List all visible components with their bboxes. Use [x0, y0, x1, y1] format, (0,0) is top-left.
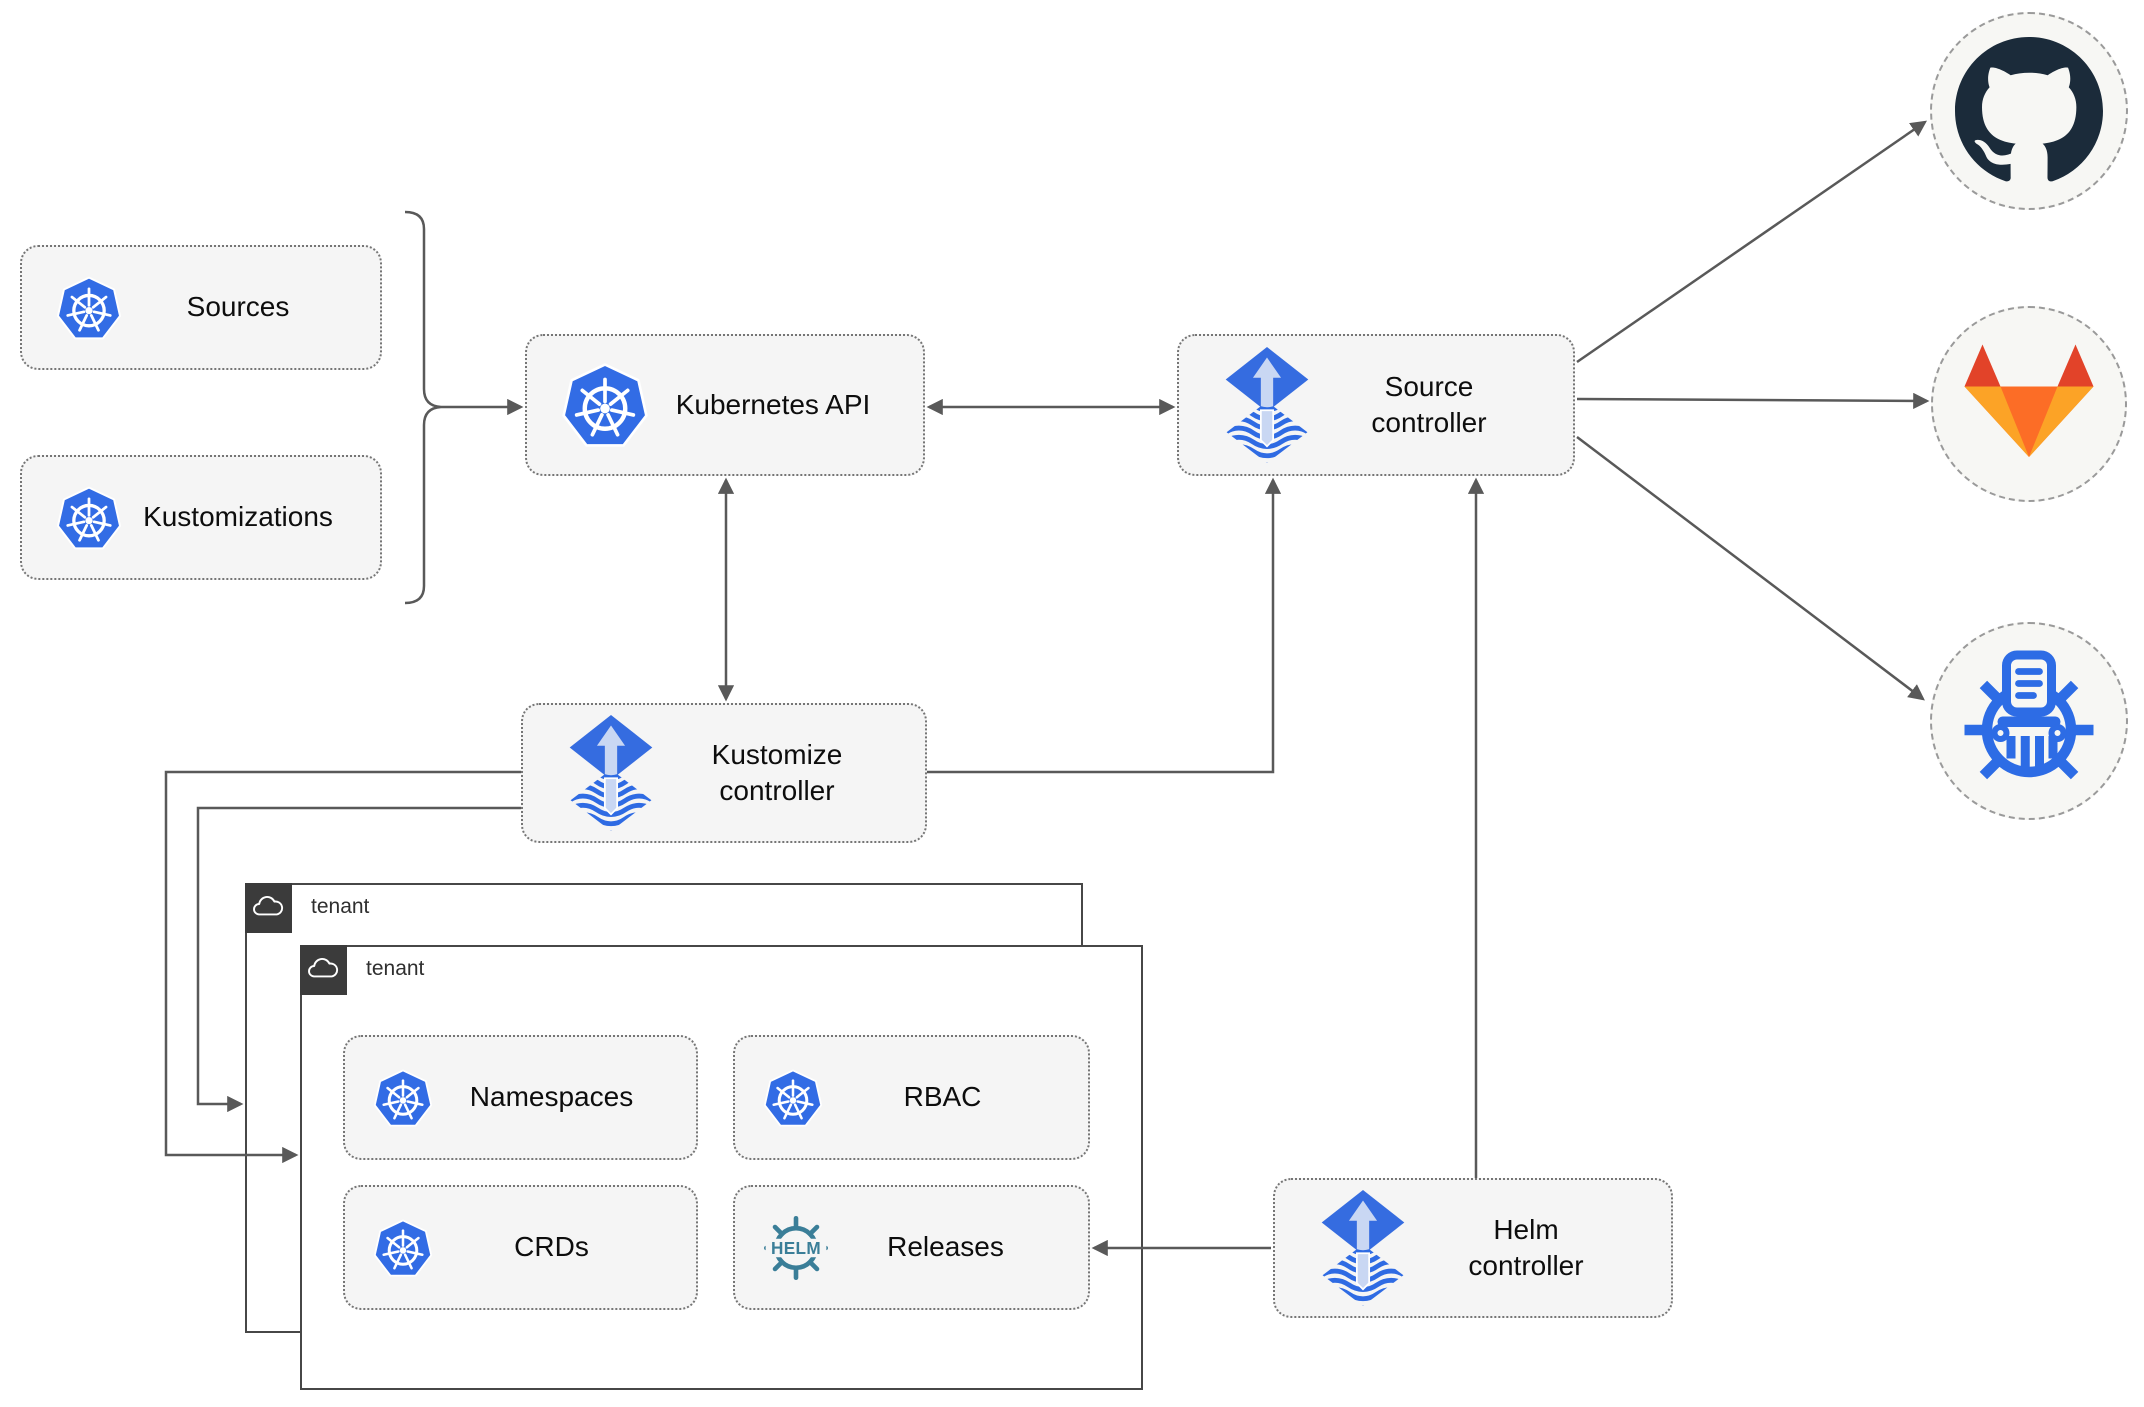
kubernetes-icon [56, 485, 122, 551]
connector-source-to-gitlab [1576, 392, 1930, 410]
node-releases: HELM Releases [733, 1185, 1090, 1310]
svg-text:HELM: HELM [771, 1237, 821, 1257]
tenant-group-front: tenant [299, 944, 1143, 1390]
node-namespaces: Namespaces [343, 1035, 698, 1160]
flux-icon [1223, 347, 1311, 463]
node-label: Sources [186, 291, 290, 323]
node-kubernetes-api: Kubernetes API [525, 334, 925, 476]
kubernetes-icon [373, 1218, 433, 1278]
endpoint-chart-repository [1930, 622, 2128, 820]
node-label: Kubernetes API [675, 388, 871, 420]
tenant-group-label: tenant [311, 895, 370, 918]
endpoint-github [1930, 12, 2128, 210]
tenant-tab [244, 882, 292, 933]
node-kustomizations: Kustomizations [20, 455, 382, 580]
node-label: Source controller [1371, 370, 1487, 438]
node-label: Releases [887, 1231, 1004, 1263]
node-label: Kustomize controller [711, 738, 843, 806]
github-icon [1955, 37, 2103, 185]
flux-icon [567, 715, 655, 831]
tenant-tab [299, 944, 347, 995]
brace-sources-group [404, 210, 442, 605]
kubernetes-icon [373, 1068, 433, 1128]
connector-kustomize-to-source-controller [927, 477, 1282, 774]
kubernetes-icon [763, 1068, 823, 1128]
connector-source-to-chart-repo [1576, 436, 1925, 701]
node-label: RBAC [903, 1081, 982, 1113]
chartmuseum-icon [1954, 646, 2104, 796]
node-label: Kustomizations [143, 501, 333, 533]
kubernetes-icon [56, 275, 122, 341]
cloud-icon [252, 896, 284, 920]
helm-icon: HELM [763, 1215, 829, 1281]
node-label: Namespaces [469, 1081, 634, 1113]
kubernetes-icon [561, 361, 649, 449]
tenant-group-label: tenant [366, 957, 425, 980]
gitlab-icon [1954, 337, 2104, 472]
node-label: CRDs [514, 1231, 589, 1263]
node-helm-controller: Helm controller [1273, 1178, 1673, 1318]
node-kustomize-controller: Kustomize controller [521, 703, 927, 843]
node-sources: Sources [20, 245, 382, 370]
connector-source-to-github [1576, 120, 1928, 364]
node-source-controller: Source controller [1177, 334, 1575, 476]
cloud-icon [307, 958, 339, 982]
node-label: Helm controller [1468, 1213, 1584, 1281]
flux-icon [1319, 1190, 1407, 1306]
node-crds: CRDs [343, 1185, 698, 1310]
node-rbac: RBAC [733, 1035, 1090, 1160]
endpoint-gitlab [1931, 306, 2127, 502]
